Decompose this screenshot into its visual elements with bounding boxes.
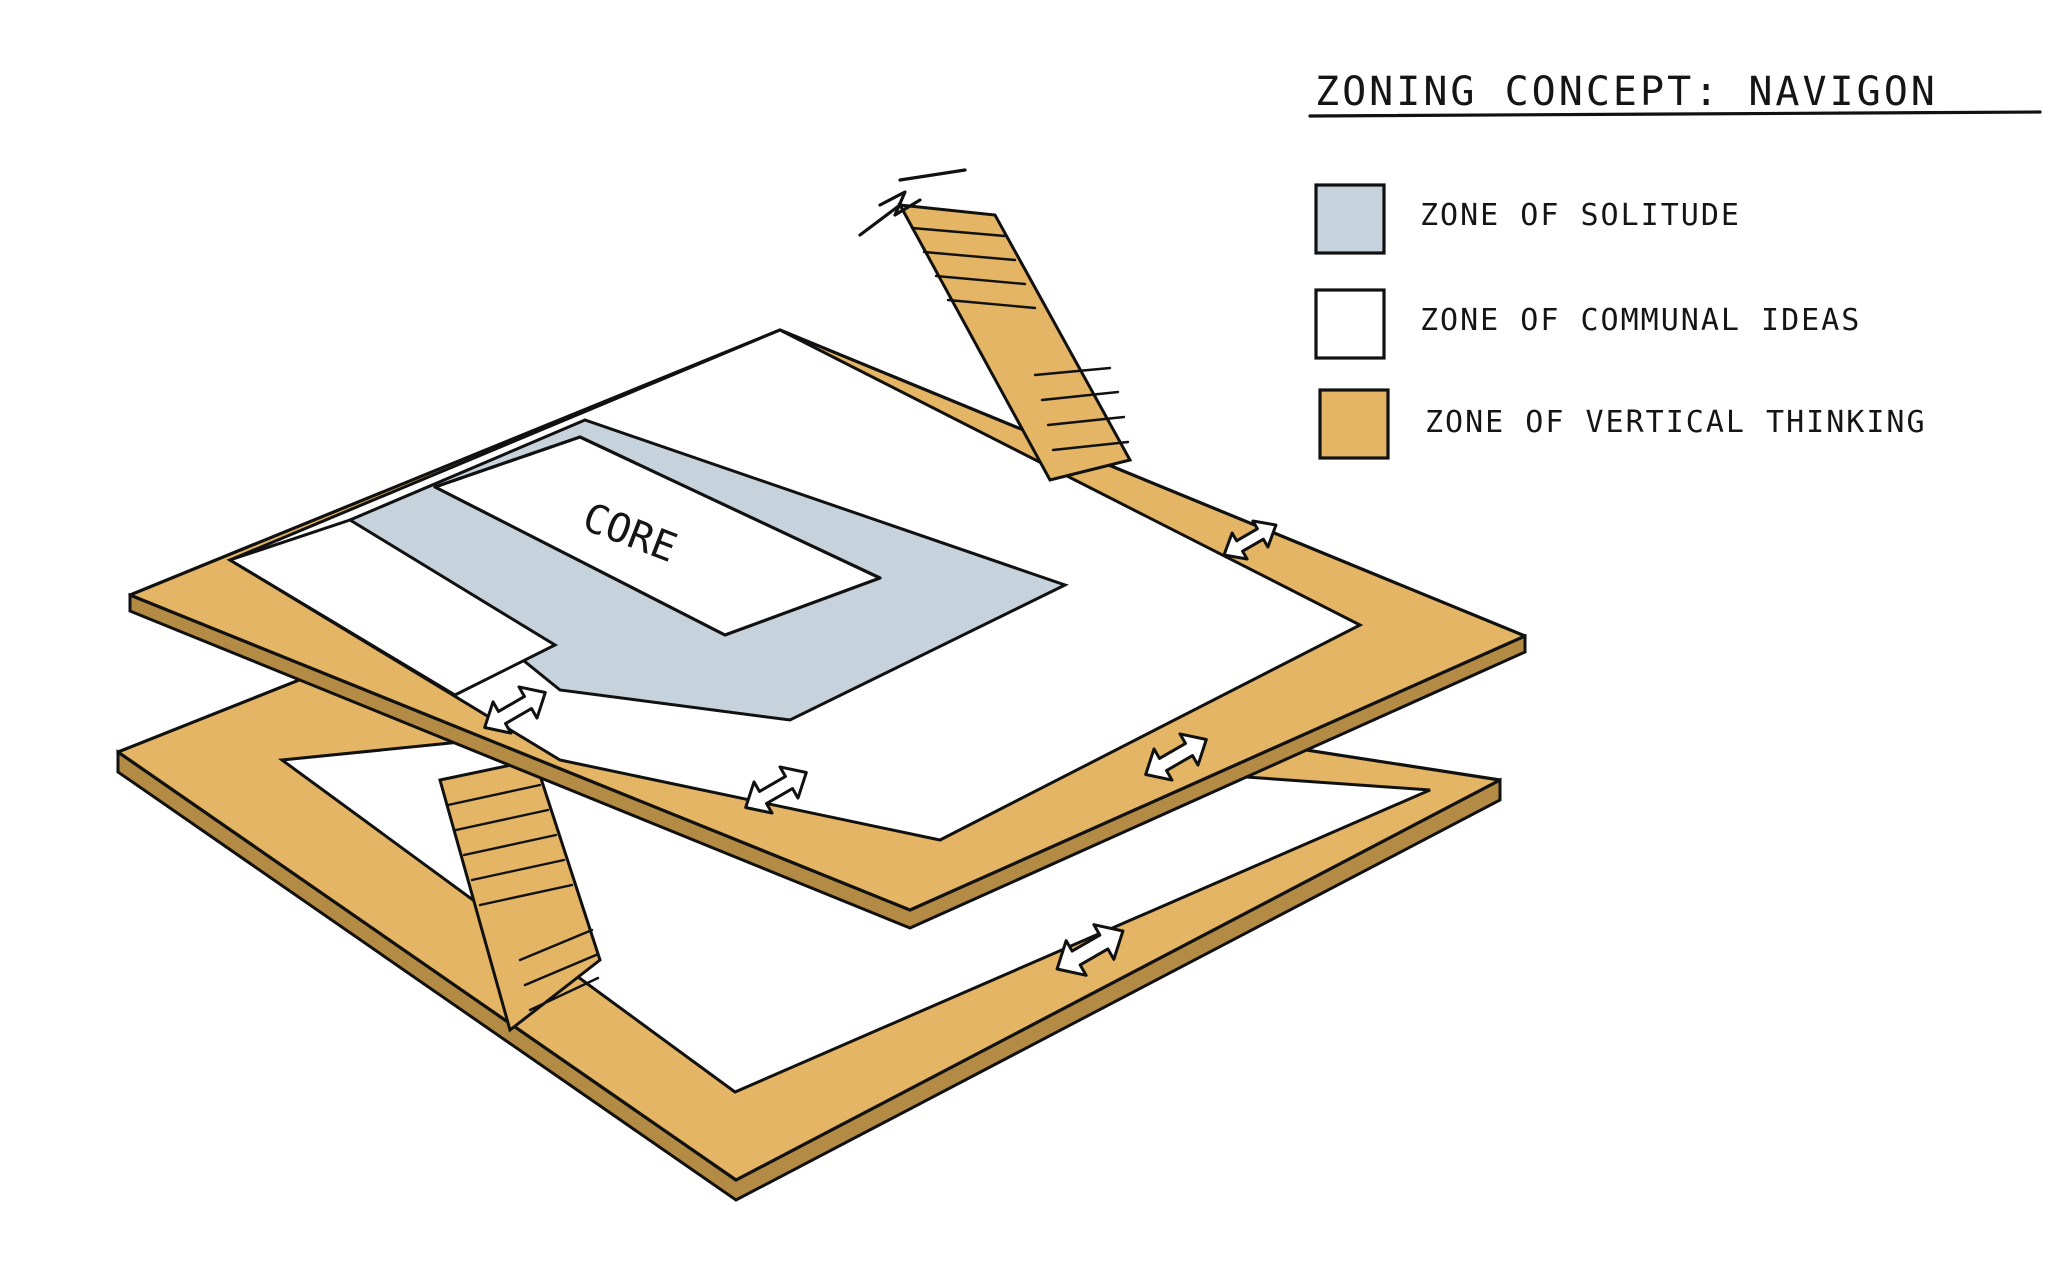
circulation-arrows: [483, 519, 1278, 977]
two-way-arrow-icon: [744, 765, 808, 815]
lower-stair: [438, 758, 602, 1033]
upper-stair-flight: [897, 203, 1133, 482]
upper-stair-treads: [910, 226, 1130, 452]
legend-item-vertical: ZONE OF VERTICAL THINKING: [1318, 388, 1927, 460]
diagram-title: ZONING CONCEPT: NAVIGON: [1315, 69, 1938, 115]
two-way-arrow-icon: [483, 685, 547, 735]
legend: ZONE OF SOLITUDE ZONE OF COMMUNAL IDEAS …: [1314, 183, 1927, 460]
title-block: ZONING CONCEPT: NAVIGON: [1308, 69, 2042, 118]
title-underline: [1308, 110, 2042, 118]
legend-label-communal: ZONE OF COMMUNAL IDEAS: [1420, 303, 1861, 338]
legend-swatch-solitude: [1314, 183, 1386, 255]
legend-swatch-communal: [1314, 288, 1386, 360]
lower-stair-treads: [446, 783, 600, 1012]
legend-swatch-vertical: [1318, 388, 1390, 460]
upper-stair: [858, 168, 1133, 482]
two-way-arrow-icon: [1055, 923, 1125, 977]
upper-floor: CORE: [128, 328, 1527, 930]
two-way-arrow-icon: [1144, 732, 1208, 782]
two-way-arrow-icon: [1222, 519, 1278, 561]
legend-item-communal: ZONE OF COMMUNAL IDEAS: [1314, 288, 1861, 360]
legend-item-solitude: ZONE OF SOLITUDE: [1314, 183, 1741, 255]
legend-label-vertical: ZONE OF VERTICAL THINKING: [1425, 405, 1927, 440]
legend-label-solitude: ZONE OF SOLITUDE: [1420, 198, 1741, 233]
upper-floor-communal-left: [226, 518, 559, 697]
